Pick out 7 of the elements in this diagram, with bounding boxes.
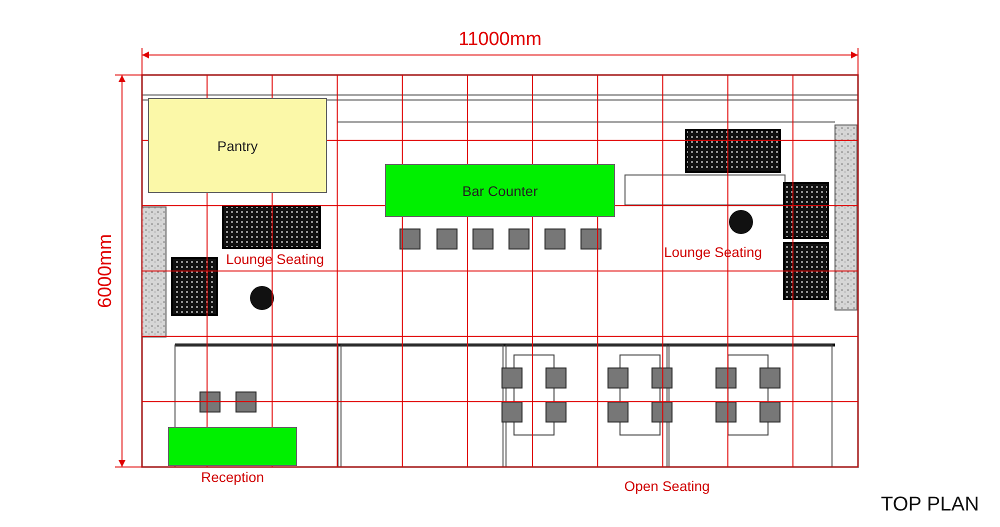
dimension-text: 6000mm [95,234,117,308]
caption: TOP PLAN [880,494,980,516]
area-label: Open Seating [624,478,710,494]
area-label: Bar Counter [462,182,538,198]
dimension-text: 11000mm [458,29,542,51]
area-label: Reception [200,469,264,485]
area-label: Pantry [217,138,258,154]
